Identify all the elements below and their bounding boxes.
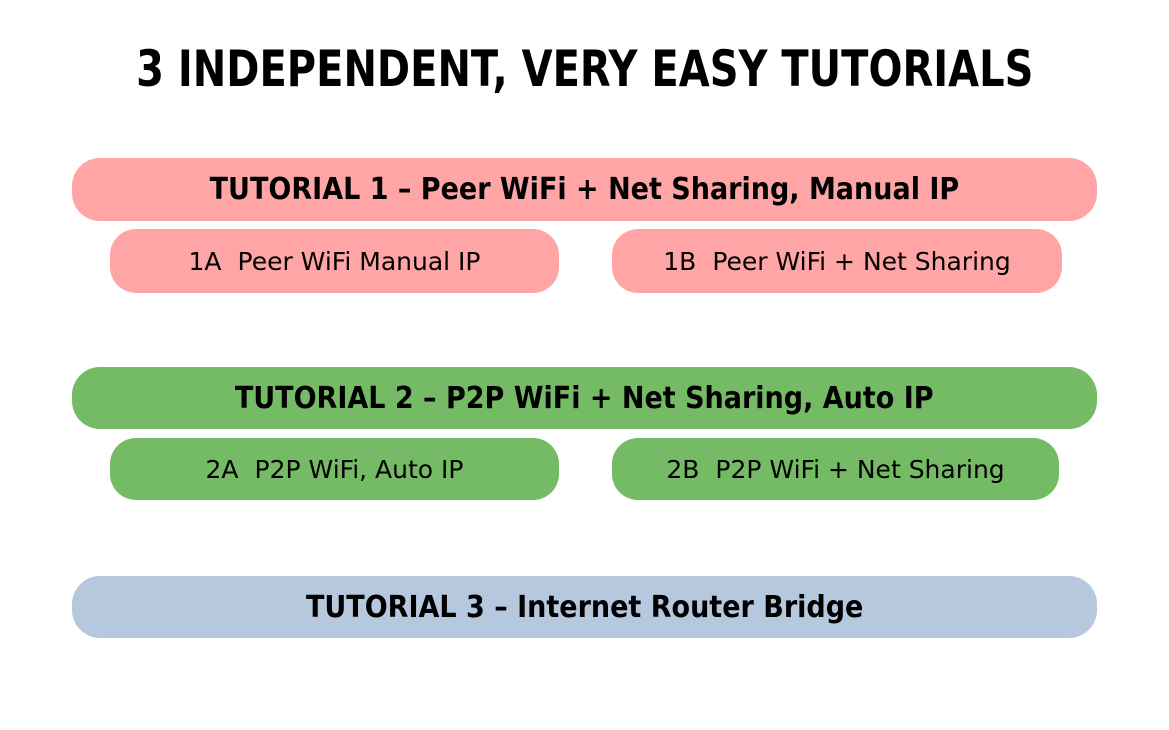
page-title: 3 INDEPENDENT, VERY EASY TUTORIALS bbox=[0, 44, 1169, 94]
tutorial-3-header-bar: TUTORIAL 3 – Internet Router Bridge bbox=[72, 576, 1097, 638]
tutorial-1a-label: Peer WiFi Manual IP bbox=[237, 246, 481, 276]
tutorial-3-header-label: TUTORIAL 3 – Internet Router Bridge bbox=[305, 589, 864, 625]
page-title-text: 3 INDEPENDENT, VERY EASY TUTORIALS bbox=[135, 40, 1034, 98]
tutorial-1-header-label: TUTORIAL 1 – Peer WiFi + Net Sharing, Ma… bbox=[209, 172, 960, 207]
tutorial-2a-code: 2A bbox=[205, 454, 239, 484]
tutorial-2a-pill: 2A P2P WiFi, Auto IP bbox=[110, 438, 559, 500]
tutorial-1a-pill: 1A Peer WiFi Manual IP bbox=[110, 229, 559, 293]
tutorial-1b-pill: 1B Peer WiFi + Net Sharing bbox=[612, 229, 1062, 293]
tutorial-1-header-bar: TUTORIAL 1 – Peer WiFi + Net Sharing, Ma… bbox=[72, 158, 1097, 221]
tutorial-2b-pill: 2B P2P WiFi + Net Sharing bbox=[612, 438, 1059, 500]
tutorial-2a-label: P2P WiFi, Auto IP bbox=[254, 454, 464, 484]
tutorial-1a-code: 1A bbox=[188, 246, 222, 276]
tutorial-1b-label: Peer WiFi + Net Sharing bbox=[712, 246, 1011, 276]
tutorial-1b-code: 1B bbox=[663, 246, 697, 276]
tutorial-2-header-label: TUTORIAL 2 – P2P WiFi + Net Sharing, Aut… bbox=[235, 380, 934, 416]
tutorial-2b-label: P2P WiFi + Net Sharing bbox=[715, 454, 1005, 484]
tutorial-2-header-bar: TUTORIAL 2 – P2P WiFi + Net Sharing, Aut… bbox=[72, 367, 1097, 429]
tutorial-2b-code: 2B bbox=[666, 454, 700, 484]
